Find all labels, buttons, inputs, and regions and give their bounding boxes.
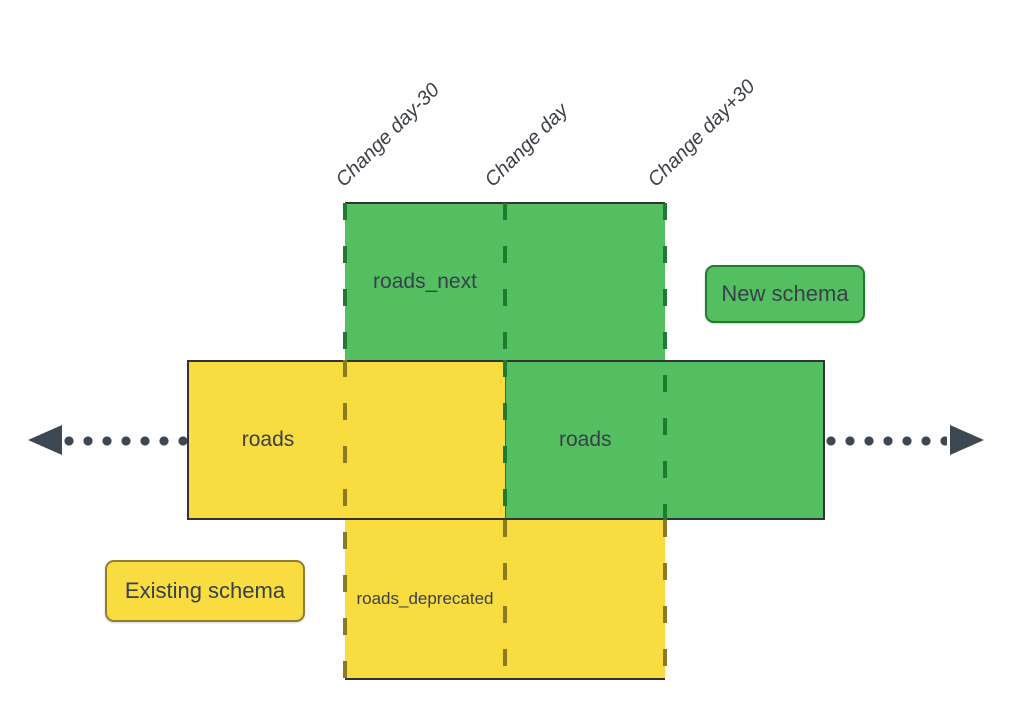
box-roads-next-label: roads_next bbox=[373, 270, 477, 293]
box-roads-new-label: roads bbox=[558, 428, 612, 451]
box-roads-existing-label: roads bbox=[241, 428, 295, 451]
dashed-line-change-day-middle bbox=[503, 360, 507, 520]
legend-existing-schema-label: Existing schema bbox=[124, 578, 286, 603]
legend-existing-schema: Existing schema bbox=[105, 560, 305, 622]
dashed-line-change-day-bottom bbox=[503, 520, 507, 680]
timeline-arrowhead-left-icon bbox=[28, 425, 62, 455]
legend-new-schema: New schema bbox=[705, 265, 865, 323]
timeline-marker-change-day-minus-30: Change day-30 bbox=[331, 79, 445, 192]
dashed-line-day-minus-30-top bbox=[343, 203, 347, 360]
dashed-line-change-day-top bbox=[503, 203, 507, 360]
timeline-marker-change-day-plus-30: Change day+30 bbox=[643, 75, 760, 192]
timeline-dotted-line-left bbox=[64, 436, 187, 446]
dashed-line-day-plus-30-top bbox=[663, 203, 667, 520]
dashed-line-day-plus-30-bottom bbox=[663, 520, 667, 680]
legend-new-schema-label: New schema bbox=[721, 281, 849, 306]
box-roads-deprecated-label: roads_deprecated bbox=[356, 589, 494, 608]
timeline-dotted-line-right bbox=[826, 436, 947, 446]
timeline-marker-change-day: Change day bbox=[480, 99, 573, 192]
dashed-line-day-minus-30-bottom bbox=[343, 360, 347, 680]
timeline-arrowhead-right-icon bbox=[950, 425, 984, 455]
